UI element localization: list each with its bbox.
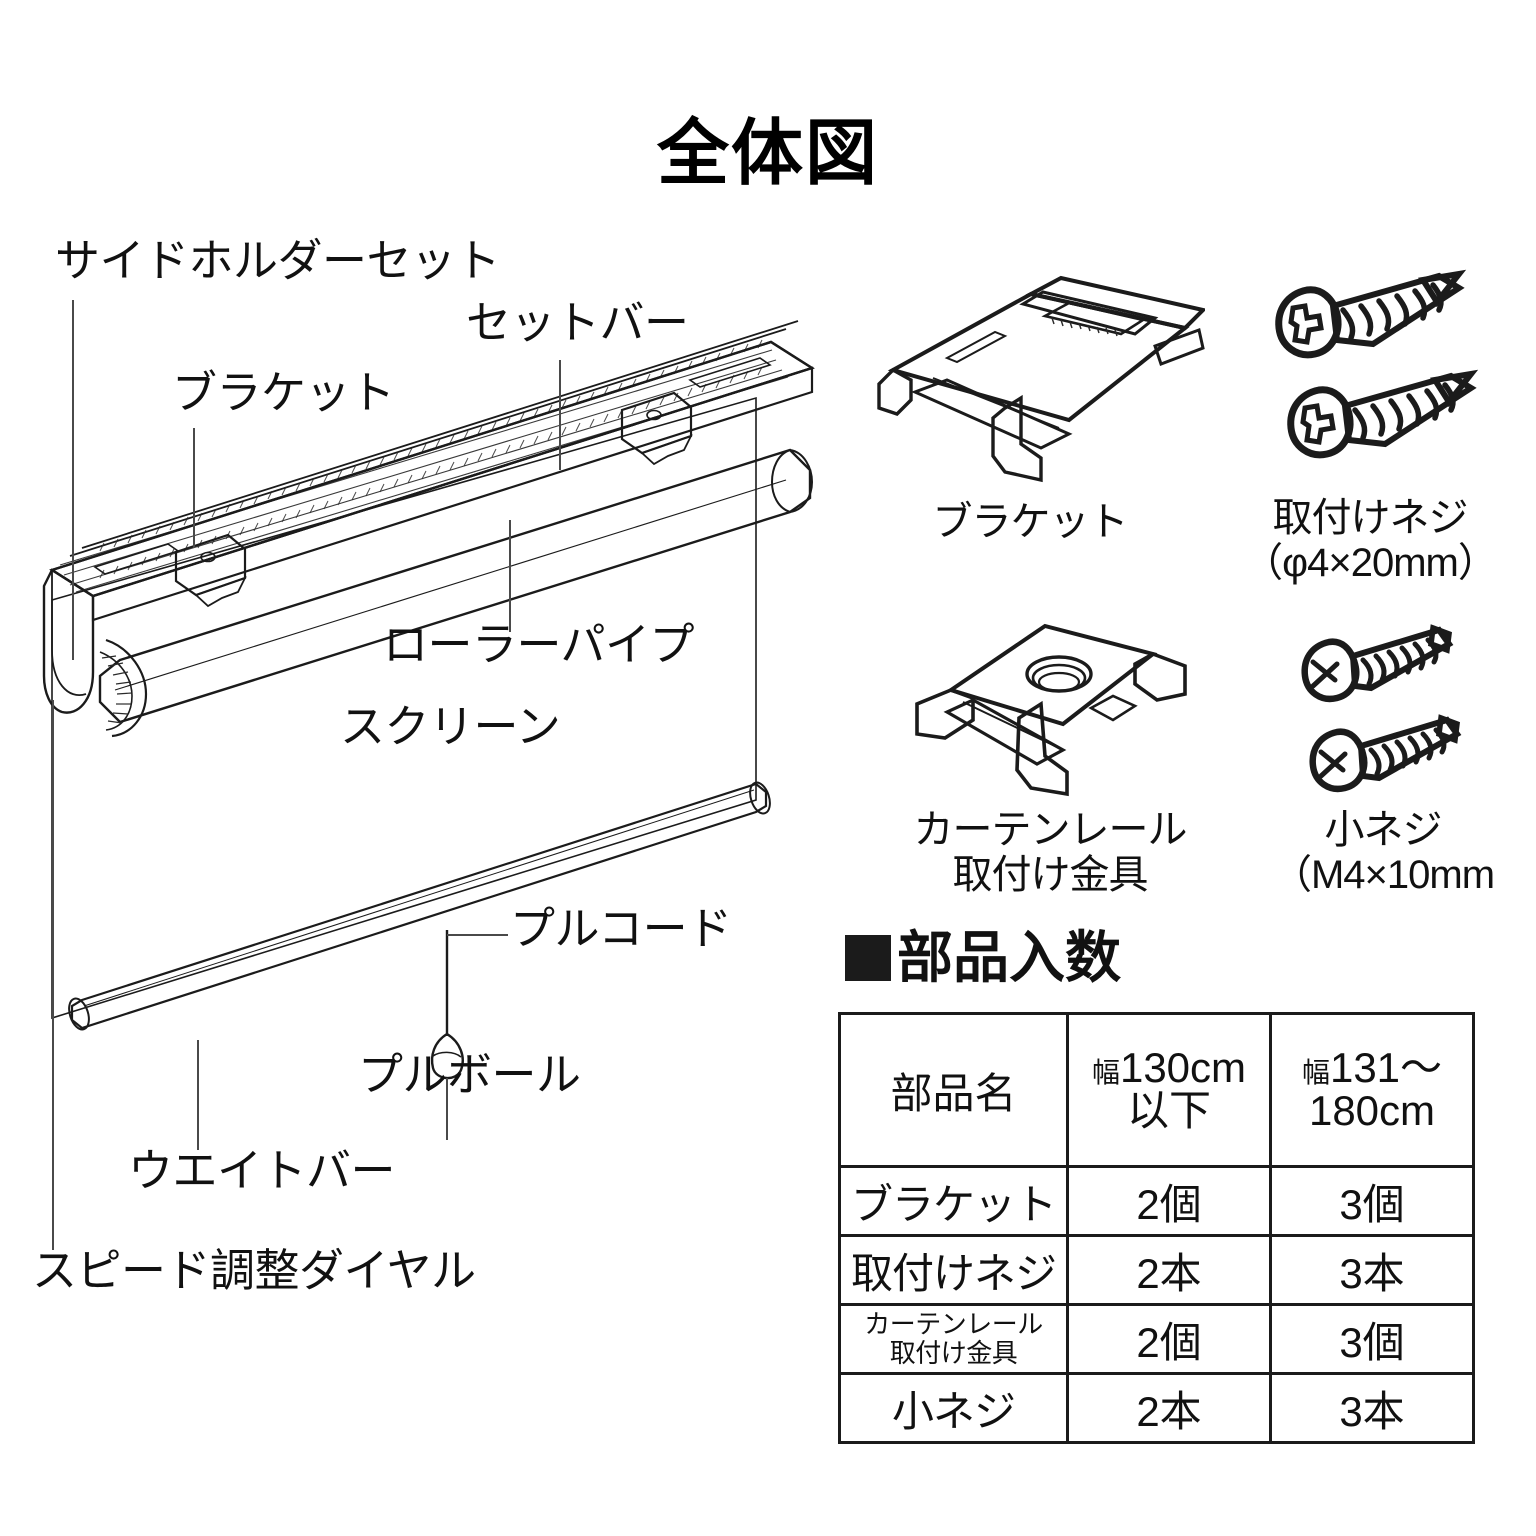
cell-qty-narrow: 2本 [1066, 1372, 1272, 1444]
bracket-clip-right [620, 391, 693, 466]
callout-speed-dial: スピード調整ダイヤル [32, 1245, 476, 1296]
overview-diagram [0, 0, 840, 1330]
column-header-width-131-180: 幅131～ 180cm [1269, 1012, 1475, 1168]
cell-qty-wide: 3本 [1269, 1234, 1475, 1306]
table-row: 小ネジ 2本 3本 [838, 1372, 1475, 1444]
width-value-131: 131～ [1329, 1044, 1443, 1092]
callout-pull-cord: プルコード [510, 903, 732, 954]
part-caption-bracket: ブラケット [855, 500, 1205, 545]
part-illustration-curtain-rail-fitting [895, 612, 1195, 812]
cell-qty-narrow: 2個 [1066, 1165, 1272, 1237]
part-caption-curtain-rail-fitting: カーテンレール 取付け金具 [880, 808, 1220, 898]
black-square-icon [845, 935, 891, 981]
table-row: カーテンレール 取付け金具 2個 3個 [838, 1303, 1475, 1375]
rail-fitting-icon [915, 623, 1187, 797]
cell-qty-wide: 3個 [1269, 1303, 1475, 1375]
cell-qty-narrow: 2個 [1066, 1303, 1272, 1375]
bracket-clip-left [174, 533, 247, 608]
cell-part-name: カーテンレール 取付け金具 [838, 1303, 1069, 1375]
cell-part-name: 取付けネジ [838, 1234, 1069, 1306]
table-row: 取付けネジ 2本 3本 [838, 1234, 1475, 1306]
side-holder-set-shape [42, 568, 148, 738]
table-row: ブラケット 2個 3個 [838, 1165, 1475, 1237]
cell-part-name-line1: カーテンレール [864, 1309, 1043, 1340]
cell-qty-wide: 3本 [1269, 1372, 1475, 1444]
width-prefix-131: 幅 [1301, 1057, 1330, 1089]
machine-screw-icon [1301, 624, 1462, 793]
callout-set-bar: セットバー [466, 297, 689, 348]
parts-count-heading-text: 部品入数 [897, 926, 1121, 989]
column-header-part-name: 部品名 [838, 1012, 1069, 1168]
callout-side-holder-set: サイドホルダーセット [55, 235, 501, 286]
parts-count-heading: 部品入数 [845, 930, 1121, 986]
part-caption-mounting-screw: 取付けネジ （φ4×20mm） [1210, 496, 1530, 586]
cell-part-name: 小ネジ [838, 1372, 1069, 1444]
overview-diagram-svg [42, 300, 815, 1250]
part-illustration-mounting-screw [1255, 262, 1525, 492]
cell-qty-narrow: 2本 [1066, 1234, 1272, 1306]
part-caption-curtain-rail-fitting-line2: 取付け金具 [952, 852, 1149, 897]
set-bar-shape [49, 320, 815, 622]
width-prefix-130: 幅 [1091, 1057, 1120, 1089]
weight-bar-shape [68, 781, 771, 1031]
part-caption-bracket-line1: ブラケット [932, 500, 1129, 544]
width-suffix-130: 以下 [1126, 1087, 1211, 1134]
callout-screen: スクリーン [340, 701, 561, 752]
callout-pull-ball: プルボール [358, 1049, 581, 1100]
part-caption-mounting-screw-line2: （φ4×20mm） [1243, 540, 1498, 585]
leader-lines [52, 300, 561, 1250]
callout-bracket: ブラケット [172, 367, 395, 418]
width-value-180: 180cm [1308, 1087, 1436, 1134]
page-title: 全体図 [656, 114, 879, 194]
parts-table: 部品名 幅130cm 以下 幅131～ 180cm ブラケット 2個 3個 [838, 1012, 1475, 1444]
callout-roller-pipe: ローラーパイプ [383, 619, 695, 670]
part-caption-small-screw-line2: （M4×10mm [1271, 852, 1495, 897]
part-caption-curtain-rail-fitting-line1: カーテンレール [913, 808, 1188, 852]
cell-part-name-line2: 取付け金具 [889, 1338, 1018, 1368]
roller-pipe-shape [98, 448, 814, 724]
cell-part-name: ブラケット [838, 1165, 1069, 1237]
part-illustration-small-screw [1285, 612, 1525, 812]
callout-weight-bar: ウエイトバー [128, 1145, 396, 1196]
cell-qty-wide: 3個 [1269, 1165, 1475, 1237]
wood-screw-icon [1275, 269, 1479, 459]
bracket-icon [877, 275, 1205, 483]
speed-dial-shape [99, 638, 148, 738]
part-caption-mounting-screw-line1: 取付けネジ [1272, 496, 1469, 540]
part-illustration-bracket [855, 258, 1205, 498]
part-caption-small-screw-line1: 小ネジ [1324, 808, 1443, 852]
table-header-row: 部品名 幅130cm 以下 幅131～ 180cm [838, 1012, 1475, 1168]
column-header-width-130: 幅130cm 以下 [1066, 1012, 1272, 1168]
part-caption-small-screw: 小ネジ （M4×10mm [1230, 808, 1536, 898]
width-value-130: 130cm [1119, 1044, 1247, 1092]
parts-count-table: 部品名 幅130cm 以下 幅131～ 180cm ブラケット 2個 3個 [838, 1012, 1475, 1444]
